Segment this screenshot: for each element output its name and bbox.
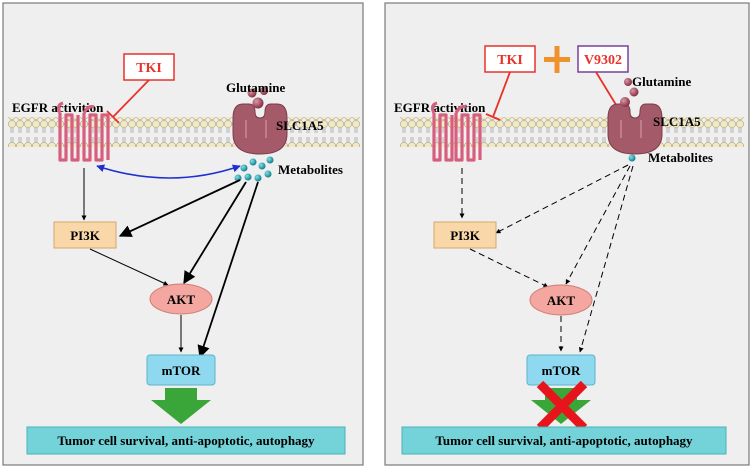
v9302-box <box>577 45 629 73</box>
glutamine-molecule <box>624 78 632 86</box>
glutamine-molecule <box>252 97 264 109</box>
blocked-cross-icon <box>536 380 588 432</box>
akt-label: AKT <box>547 293 576 308</box>
metabolites-to-pi3k-arrow <box>118 179 241 237</box>
pi3k-label: PI3K <box>70 228 101 243</box>
tki-inhibition-line <box>112 79 150 118</box>
glutamine-label: Glutamine <box>632 74 691 89</box>
pi3k-to-akt-arrow <box>89 248 169 286</box>
combination-plus-icon <box>544 46 570 73</box>
glutamine-molecule <box>620 97 630 107</box>
metabolites-cluster <box>234 156 274 182</box>
mtor-node <box>146 354 216 386</box>
v9302-inhibition-line <box>595 71 619 109</box>
slc1a5-label: SLC1A5 <box>276 118 324 133</box>
slc1a5-label: SLC1A5 <box>653 114 701 129</box>
akt-label: AKT <box>167 292 196 307</box>
tki-label: TKI <box>497 53 523 68</box>
glutamine-molecule <box>260 87 268 95</box>
akt-node <box>529 284 593 316</box>
metabolites-to-mtor-arrow <box>197 181 259 359</box>
akt-node <box>149 283 213 315</box>
mtor-label: mTOR <box>162 363 201 378</box>
right-panel: TKI V9302 EGFR activition Glutamine <box>384 2 750 466</box>
tki-box <box>123 53 175 81</box>
mtor-label: mTOR <box>542 363 581 378</box>
metabolites-to-mtor-arrow <box>578 165 634 353</box>
mtor-node <box>526 354 596 386</box>
metabolites-label: Metabolites <box>648 150 713 165</box>
egfr-metabolite-crosstalk-arrow <box>96 164 241 179</box>
egfr-receptor <box>430 101 482 162</box>
pi3k-to-akt-arrow <box>469 248 549 288</box>
tki-box <box>484 45 536 73</box>
pi3k-node <box>53 221 117 249</box>
left-panel: TKI EGFR activition Glutamine SLC1A5 <box>2 2 364 466</box>
outcome-label: Tumor cell survival, anti-apoptotic, aut… <box>435 433 693 448</box>
pi3k-node <box>433 221 497 249</box>
glutamine-label: Glutamine <box>226 80 285 95</box>
glutamine-molecule <box>247 88 257 98</box>
metabolite-molecule <box>628 154 636 162</box>
outcome-label: Tumor cell survival, anti-apoptotic, aut… <box>57 433 315 448</box>
tki-inhibition-bar <box>106 110 120 124</box>
tki-inhibition-line <box>492 71 511 118</box>
metabolites-to-pi3k-arrow <box>495 164 629 234</box>
metabolites-to-akt-arrow <box>565 165 631 285</box>
tki-label: TKI <box>136 61 162 76</box>
metabolites-to-akt-arrow <box>183 181 247 285</box>
metabolites-label: Metabolites <box>278 162 343 177</box>
glutamine-molecule <box>629 87 639 97</box>
egfr-label: EGFR activition <box>394 100 486 115</box>
egfr-receptor <box>56 101 110 162</box>
outcome-banner <box>401 426 727 455</box>
tki-inhibition-bar <box>485 113 501 121</box>
outcome-banner <box>26 426 346 455</box>
slc1a5-transporter <box>232 103 288 155</box>
green-down-arrow <box>151 388 211 424</box>
pi3k-label: PI3K <box>450 228 481 243</box>
v9302-label: V9302 <box>584 53 622 68</box>
